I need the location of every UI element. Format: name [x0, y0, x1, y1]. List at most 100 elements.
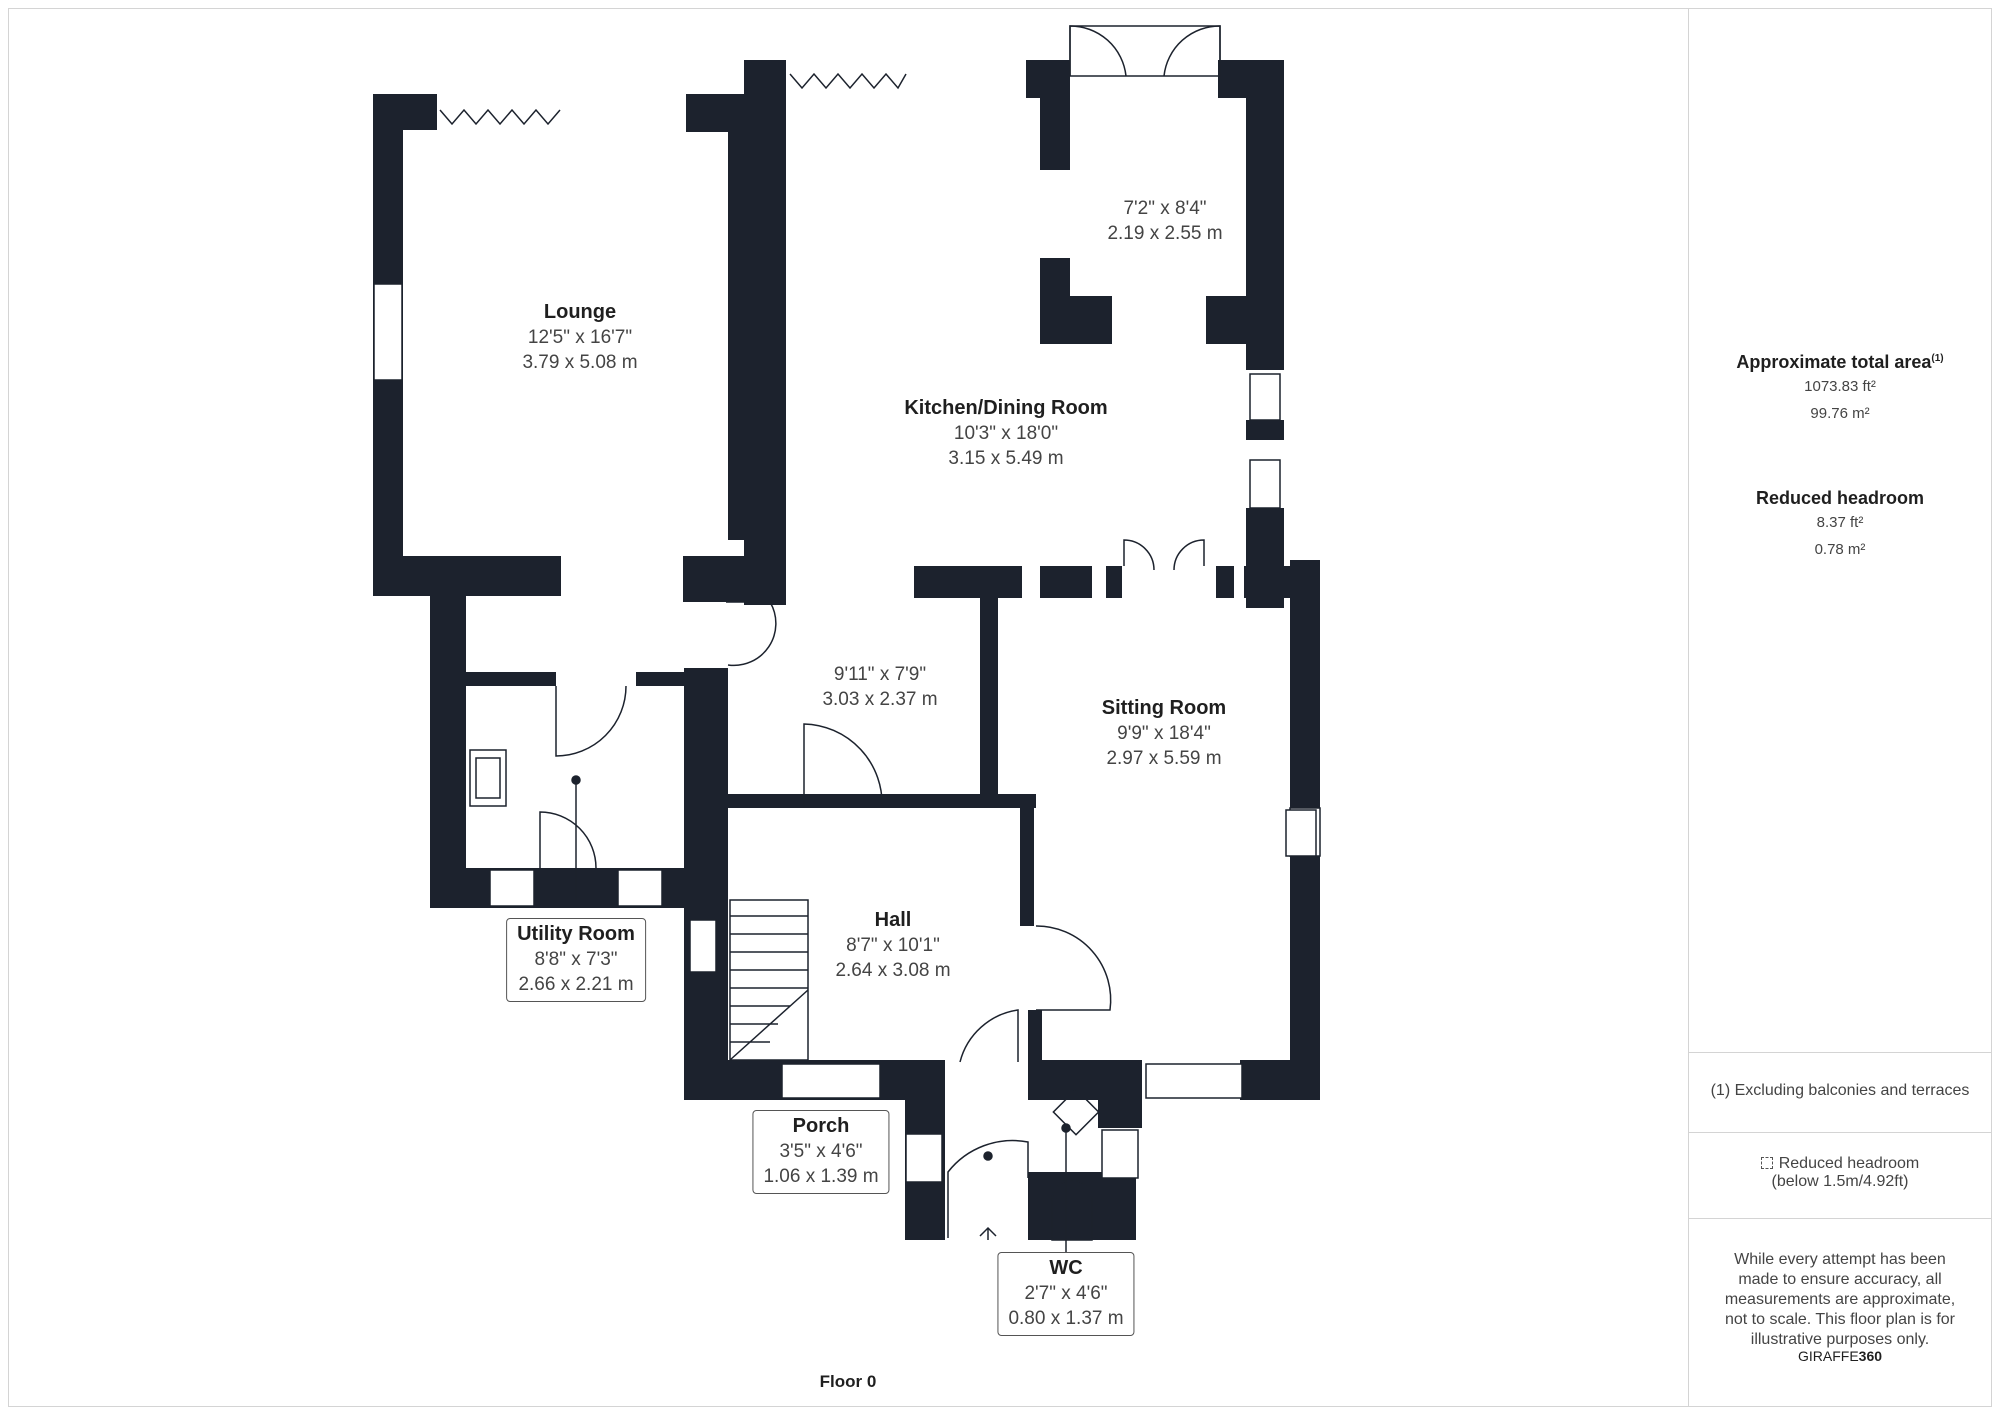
sidebar-divider [1688, 8, 1689, 1407]
wall [1246, 420, 1284, 440]
door-swing [1123, 539, 1155, 571]
door-swing [1069, 25, 1127, 77]
room-dimensions-metric: 3.15 x 5.49 m [948, 448, 1064, 469]
room-dimensions-metric: 1.06 x 1.39 m [763, 1166, 879, 1187]
wall [744, 60, 786, 605]
door-swing [1163, 25, 1221, 77]
light-point [983, 1151, 993, 1161]
legend-item: Reduced headroom [1688, 1155, 1992, 1173]
wall [905, 1172, 945, 1240]
reduced-headroom-ft: 8.37 ft² [1816, 514, 1864, 531]
wall [728, 794, 828, 808]
room-dimensions-imperial: 2'7" x 4'6" [1024, 1283, 1108, 1304]
wall [1040, 566, 1092, 598]
door-swing [947, 1139, 1029, 1238]
sidebar-rule [1688, 1052, 1992, 1053]
room-dimensions-imperial: 10'3" x 18'0" [953, 423, 1059, 444]
room-name: Porch [792, 1115, 850, 1137]
wall [1246, 60, 1284, 370]
sidebar-rule [1688, 1132, 1992, 1133]
legend-label: Reduced headroom [1778, 1155, 1920, 1172]
door-swing [1173, 539, 1205, 571]
brand-text-bold: 360 [1858, 1348, 1883, 1364]
wall [466, 672, 556, 686]
wall [1206, 296, 1246, 344]
brand-text: GIRAFFE [1797, 1348, 1859, 1364]
room-label-sitting: Sitting Room 9'9" x 18'4" 2.97 x 5.59 m [1102, 696, 1226, 771]
room-dimensions-imperial: 3'5" x 4'6" [779, 1141, 863, 1162]
room-label-porch: Porch 3'5" x 4'6" 1.06 x 1.39 m [752, 1110, 890, 1194]
window [689, 919, 717, 973]
bifold-door [789, 72, 907, 90]
brand-logo: GIRAFFE360 [1688, 1348, 1992, 1364]
room-dimensions-metric: 2.66 x 2.21 m [518, 974, 634, 995]
window [617, 869, 663, 907]
light-point [1061, 1123, 1071, 1133]
total-area-m: 99.76 m² [1810, 405, 1870, 422]
wall [1040, 296, 1112, 344]
total-area-title: Approximate total area(1) [1688, 352, 1992, 373]
room-name: Kitchen/Dining Room [904, 397, 1108, 419]
room-dimensions-metric: 3.79 x 5.08 m [522, 352, 638, 373]
room-dimensions-imperial: 9'11" x 7'9" [833, 664, 927, 685]
reduced-headroom-m: 0.78 m² [1814, 541, 1866, 558]
room-label-utility: Utility Room 8'8" x 7'3" 2.66 x 2.21 m [506, 918, 646, 1002]
door-swing [555, 685, 627, 757]
wc-toilet [1051, 1179, 1093, 1241]
room-dimensions-imperial: 8'7" x 10'1" [846, 935, 940, 956]
room-dimensions-imperial: 12'5" x 16'7" [527, 327, 633, 348]
bifold-door [439, 108, 561, 126]
wall [683, 556, 747, 602]
room-dimensions-metric: 0.80 x 1.37 m [1008, 1308, 1124, 1329]
window [1249, 373, 1281, 421]
legend-sublabel: (below 1.5m/4.92ft) [1771, 1173, 1909, 1190]
disclaimer: While every attempt has been made to ens… [1724, 1251, 1956, 1348]
stair-tread [729, 989, 809, 1061]
door-swing [959, 1009, 1019, 1063]
wall [1028, 1010, 1042, 1064]
total-area-ft: 1073.83 ft² [1804, 378, 1876, 395]
door-swing [803, 723, 883, 809]
page-frame [8, 8, 1992, 1407]
floor-label: Floor 0 [819, 1372, 877, 1391]
wall [1290, 598, 1320, 808]
wall [373, 94, 437, 130]
room-label-wc: WC 2'7" x 4'6" 0.80 x 1.37 m [997, 1252, 1135, 1336]
wall [1244, 566, 1320, 598]
wall [373, 556, 561, 596]
wall [686, 94, 750, 132]
reduced-headroom-block: Reduced headroom 8.37 ft² 0.78 m² [1688, 488, 1992, 563]
dashed-square-icon [1760, 1157, 1773, 1169]
wall [430, 596, 466, 908]
total-area-block: Approximate total area(1) 1073.83 ft² 99… [1688, 352, 1992, 427]
window [781, 1063, 881, 1099]
window [373, 283, 403, 381]
wall [1106, 566, 1122, 598]
stairs [729, 899, 809, 1061]
sink [469, 749, 507, 807]
room-dimensions-metric: 2.97 x 5.59 m [1106, 748, 1222, 769]
entrance-arrow [979, 1226, 997, 1237]
legend: Reduced headroom (below 1.5m/4.92ft) [1688, 1155, 1992, 1191]
sidebar-rule [1688, 1218, 1992, 1219]
sink-basin [475, 757, 501, 799]
room-label-kitchen-upper: 7'2" x 8'4" 2.19 x 2.55 m [1107, 196, 1222, 246]
openings [373, 25, 1321, 1254]
wall [914, 566, 1022, 598]
footnote-marker: (1) [1931, 353, 1944, 364]
room-label-hall: Hall 8'7" x 10'1" 2.64 x 3.08 m [835, 908, 950, 983]
window [1145, 1063, 1243, 1099]
window [489, 869, 535, 907]
wc-basin [1052, 1088, 1100, 1136]
room-dimensions-metric: 3.03 x 2.37 m [822, 689, 938, 710]
wall [1098, 1060, 1142, 1128]
room-name: Lounge [543, 301, 617, 323]
window [905, 1133, 943, 1183]
wall [1216, 566, 1234, 598]
room-name: Sitting Room [1101, 697, 1227, 719]
room-dimensions-metric: 2.19 x 2.55 m [1107, 223, 1223, 244]
reduced-headroom-title: Reduced headroom [1755, 488, 1925, 508]
door-swing [539, 811, 597, 870]
room-label-kitchen: Kitchen/Dining Room 10'3" x 18'0" 3.15 x… [904, 396, 1107, 471]
fireplace [1285, 809, 1317, 857]
